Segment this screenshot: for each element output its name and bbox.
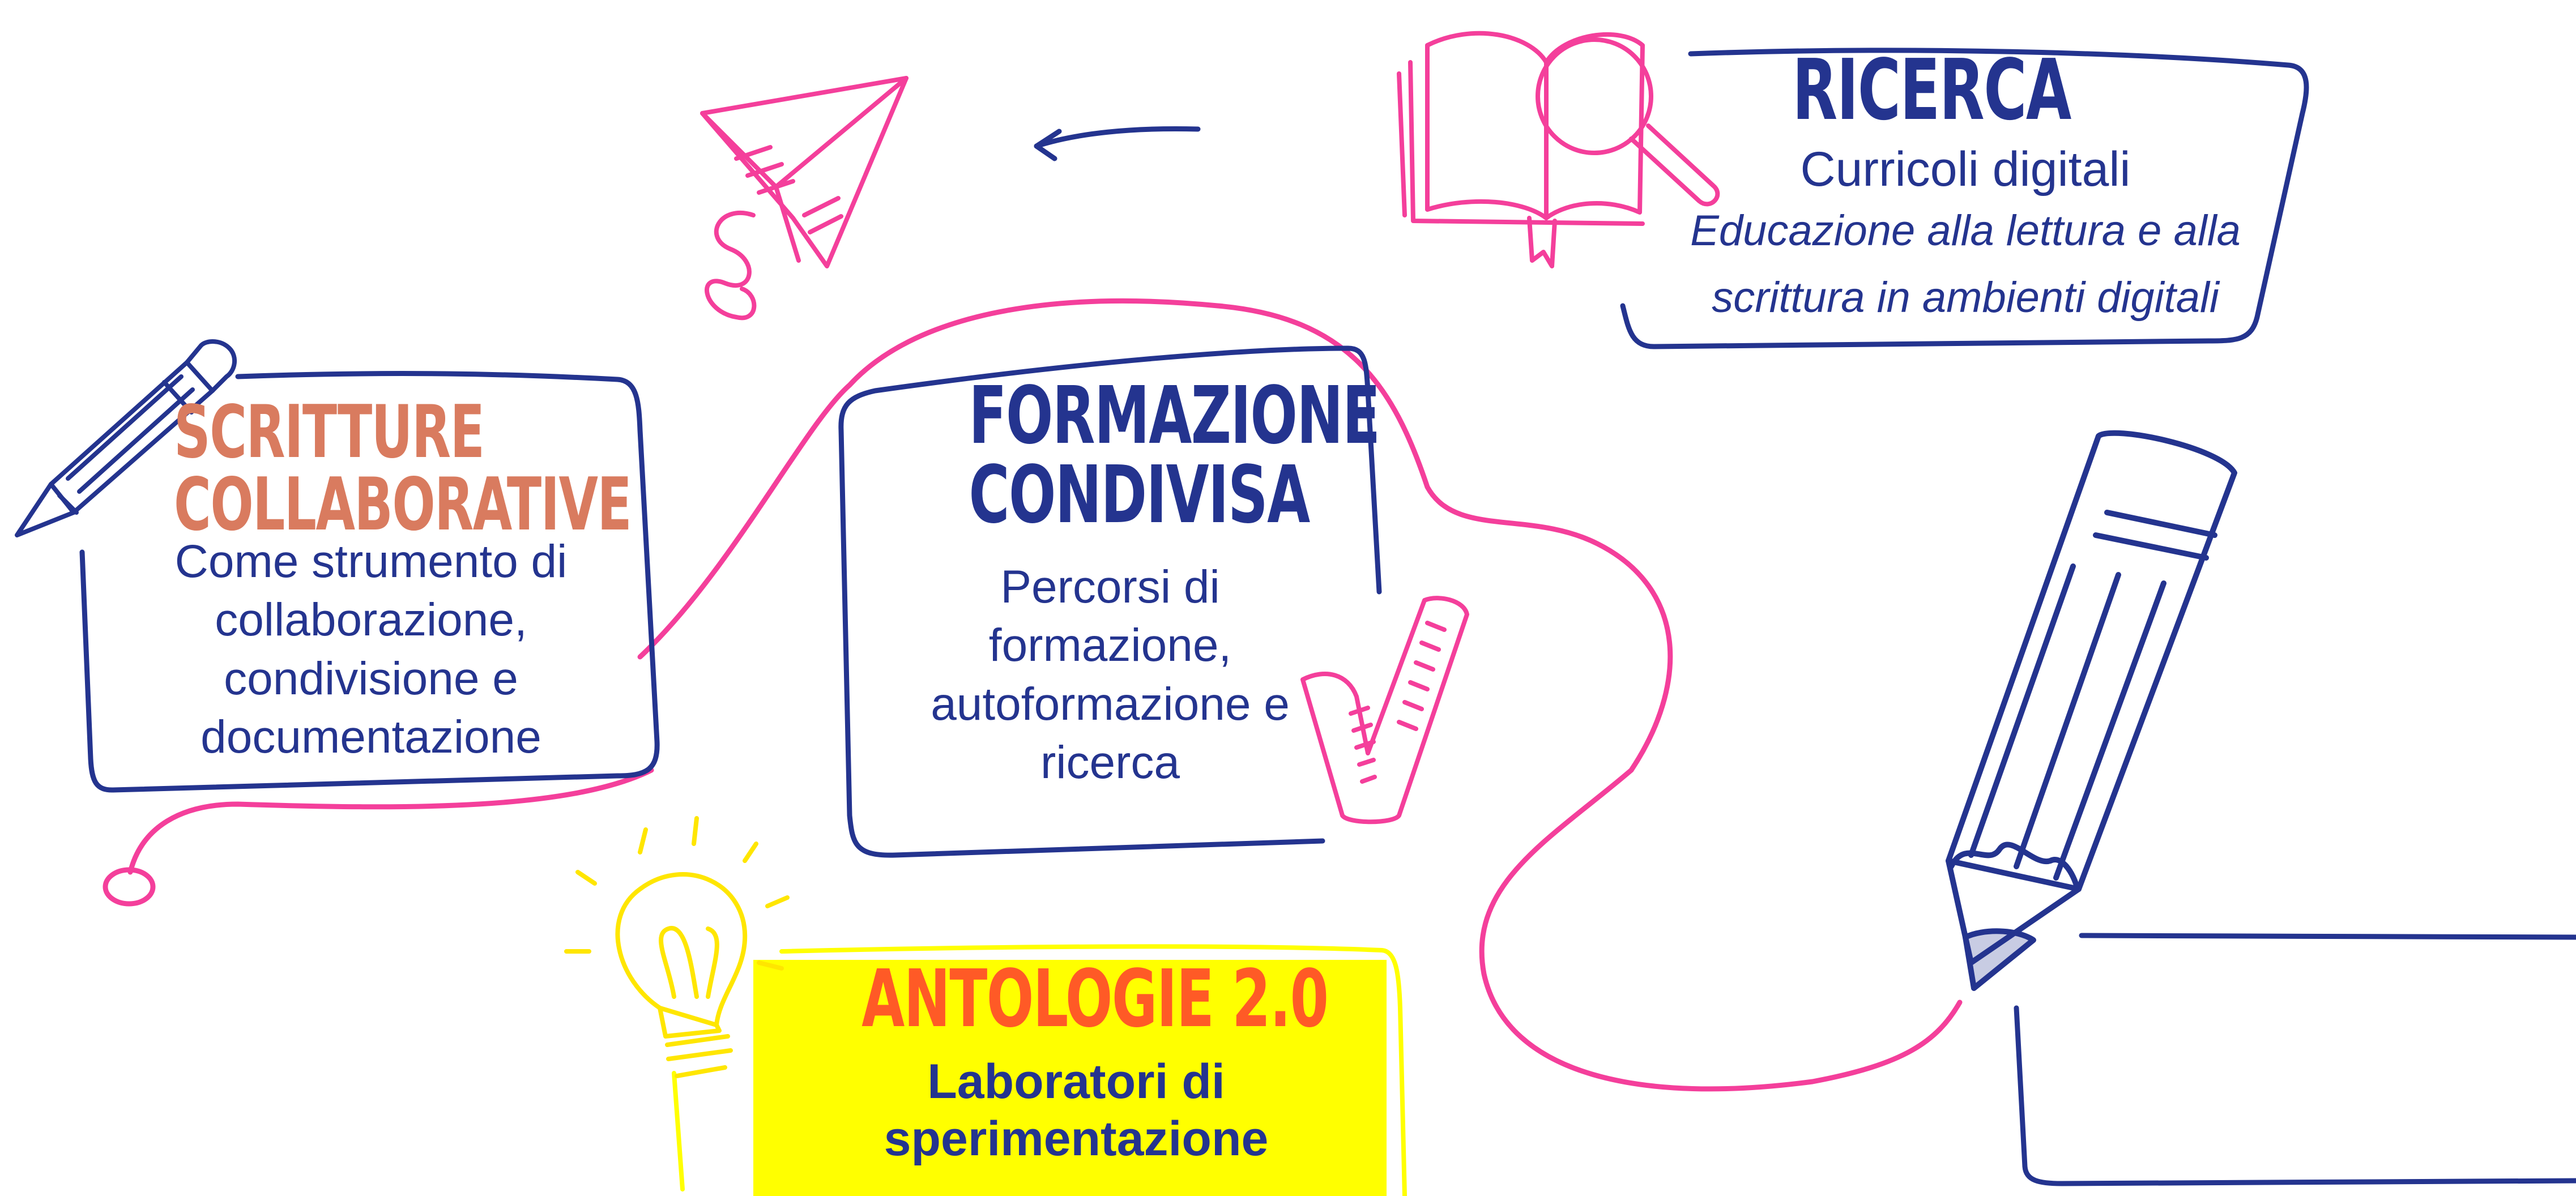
formazione-text-line-4: ricerca (1040, 736, 1180, 788)
large-pencil-icon (1946, 430, 2237, 991)
formazione-text-line-2: formazione, (988, 620, 1232, 672)
ricerca-line-1: Curricoli digitali (1800, 142, 2131, 197)
ricerca-line-2: Educazione alla lettura e alla (1690, 207, 2241, 255)
scritture-text-line-4: documentazione (201, 711, 541, 763)
connector-tail (127, 767, 654, 875)
antologie-box-outline (672, 944, 1407, 1196)
scritture-description: Come strumento di collaborazione, condiv… (116, 532, 626, 766)
connector-path (637, 298, 1963, 1092)
antologie-text-line-2: sperimentazione (884, 1112, 1269, 1167)
book-magnifier-icon (1397, 31, 1720, 268)
formazione-title-line-1: FORMAZIONE (969, 370, 1380, 462)
formazione-title: FORMAZIONE CONDIVISA (969, 370, 1380, 541)
scritture-text-line-3: condivisione e (224, 652, 518, 704)
antologie-title: ANTOLOGIE 2.0 (861, 953, 1329, 1045)
ricerca-line-3: scrittura in ambienti digitali (1712, 274, 2219, 322)
scritture-title-line-2: COLLABORATIVE (174, 463, 632, 547)
scritture-title: SCRITTURE COLLABORATIVE (174, 390, 632, 547)
scritture-text-line-1: Come strumento di (174, 536, 568, 587)
paper-plane-icon (700, 76, 909, 321)
antologie-text-line-1: Laboratori di (927, 1054, 1225, 1109)
curved-arrow-icon (1034, 126, 1201, 161)
ricerca-title: RICERCA (1792, 41, 2071, 139)
scritture-box (79, 371, 660, 793)
formazione-box (838, 345, 1382, 858)
antologie-box (753, 960, 1387, 1196)
formazione-description: Percorsi di formazione, autoformazione e… (884, 558, 1337, 792)
pencil-icon (15, 339, 237, 537)
ricerca-box (1620, 48, 2309, 349)
scritture-text-line-2: collaborazione, (215, 594, 527, 646)
lightbulb-icon (564, 816, 790, 1078)
formazione-title-line-2: CONDIVISA (969, 449, 1310, 541)
checkmark-icon (1300, 596, 1469, 825)
right-box (2014, 933, 2576, 1186)
scritture-title-line-1: SCRITTURE (174, 390, 485, 475)
antologie-description: Laboratori di sperimentazione (810, 1053, 1342, 1168)
formazione-text-line-3: autoformazione e (931, 678, 1290, 730)
formazione-text-line-1: Percorsi di (1000, 561, 1220, 613)
connector-loop (103, 867, 156, 907)
